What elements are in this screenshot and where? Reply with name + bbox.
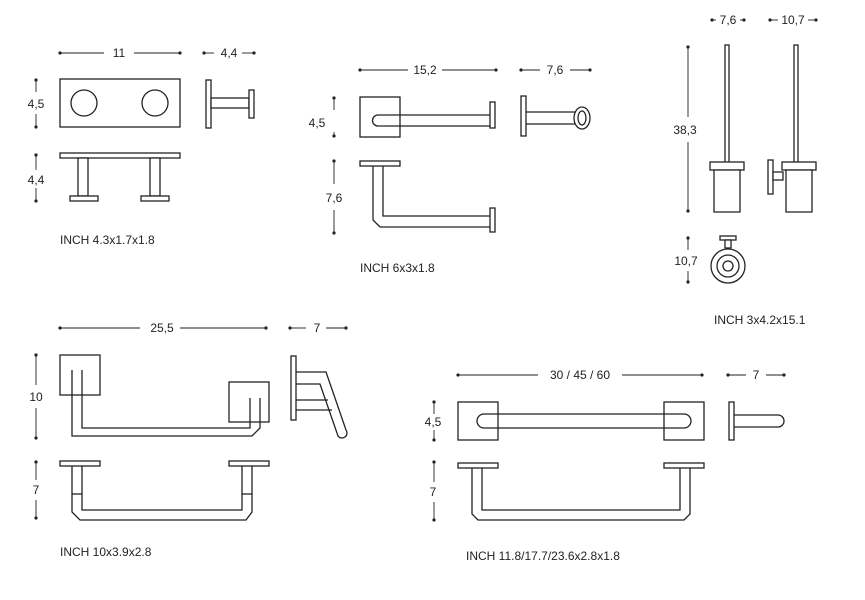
product-caption: INCH 10x3.9x2.8	[60, 545, 152, 559]
dim-height-label: 4,5	[425, 415, 442, 429]
dim-width-label: 25,5	[150, 321, 174, 335]
product-caption: INCH 11.8/17.7/23.6x2.8x1.8	[466, 549, 620, 563]
dim-height-label: 4,5	[309, 116, 326, 130]
dim-width-label: 15,2	[413, 63, 437, 77]
product-caption: INCH 4.3x1.7x1.8	[60, 233, 155, 247]
dim-width-label: 30 / 45 / 60	[550, 368, 610, 382]
dim-width-label: 11	[113, 46, 126, 60]
dim-height-top-label: 7,6	[326, 191, 343, 205]
toilet-brush-holder-group: 7,6 10,7 38,3 10,7 INCH 3x4.2x15.1	[673, 13, 818, 327]
dim-depth-top-label: 7	[33, 483, 40, 497]
dim-height-label: 10	[29, 390, 43, 404]
dim-depth-top-label: 7	[430, 485, 437, 499]
dim-depth-label: 7,6	[547, 63, 564, 77]
hook-knob	[70, 89, 98, 117]
dim-side-width-label: 10,7	[781, 13, 805, 27]
toilet-roll-holder-group: 15,2 7,6 4,5 7,6 INCH 6x3x1.8	[309, 63, 592, 275]
swing-towel-bar-group: 25,5 7 10 7 INCH 10x3.9x2.8	[29, 321, 348, 559]
towel-bar-group: 30 / 45 / 60 7 4,5 7 INCH 11.8/17.7/23.6…	[425, 368, 786, 563]
dim-depth-top-label: 4,4	[28, 173, 45, 187]
hook-knob	[141, 89, 169, 117]
dim-height-label: 38,3	[673, 123, 697, 137]
product-caption: INCH 3x4.2x15.1	[714, 313, 806, 327]
product-caption: INCH 6x3x1.8	[360, 261, 435, 275]
dim-depth-label: 7	[314, 321, 321, 335]
dim-base-height-label: 10,7	[674, 254, 698, 268]
dim-height-label: 4,5	[28, 97, 45, 111]
dim-depth-label: 4,4	[221, 46, 238, 60]
dim-depth-label: 7	[753, 368, 760, 382]
dim-front-width-label: 7,6	[720, 13, 737, 27]
double-hook-group: 11 4,4 4,5 4,4 INCH 4.3x1.7x1.8	[28, 46, 256, 247]
